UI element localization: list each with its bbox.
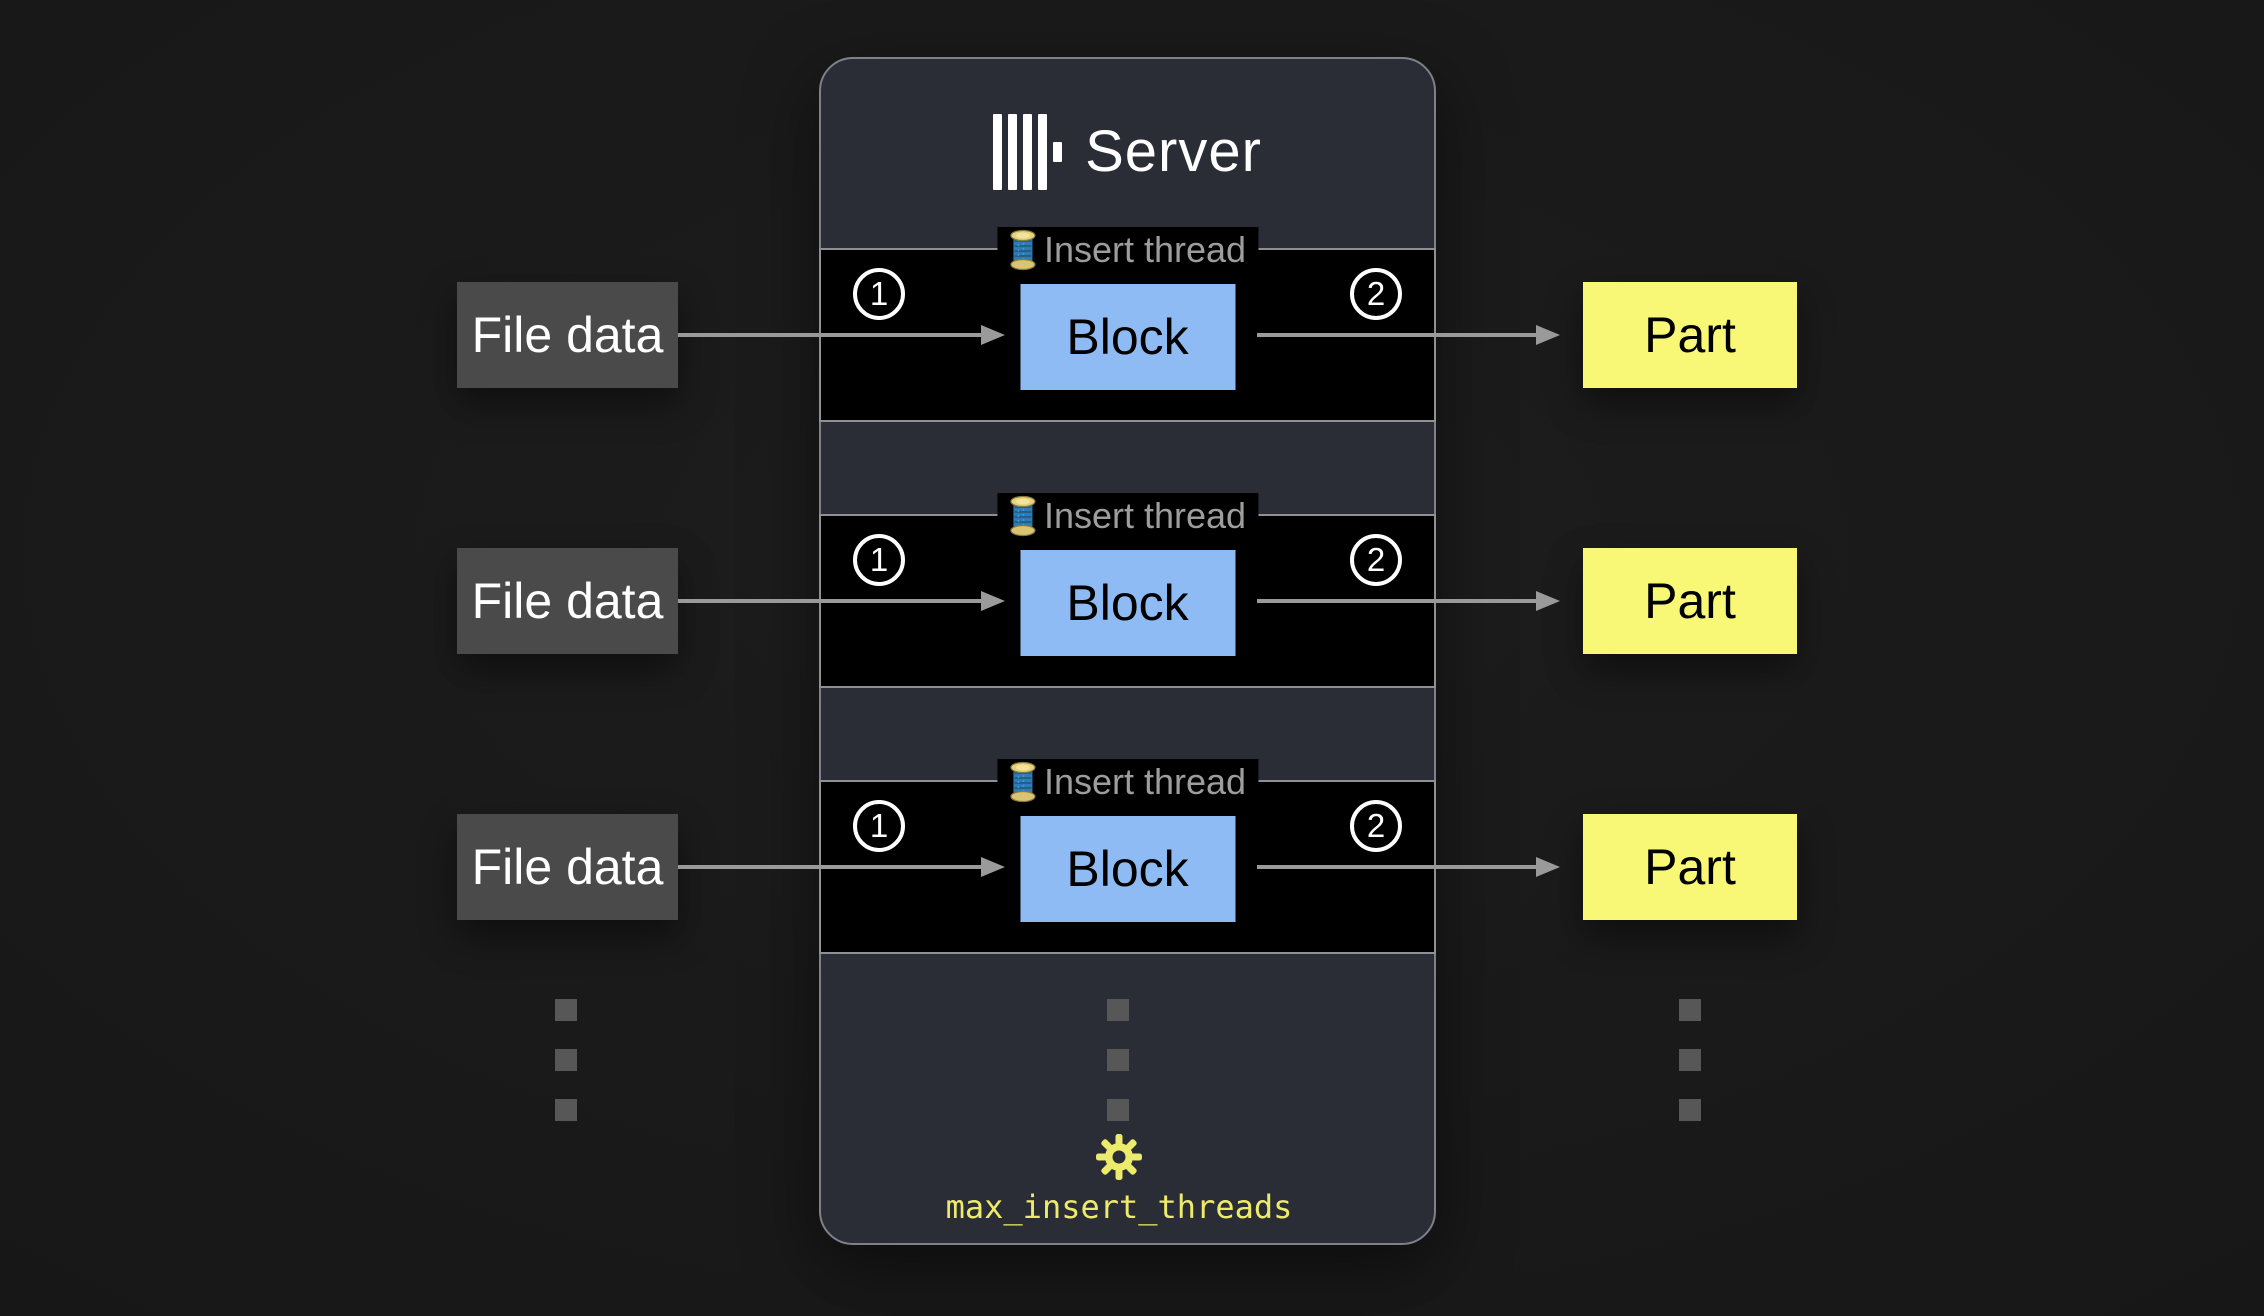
part-node: Part: [1583, 814, 1797, 920]
step-1-badge: 1: [853, 800, 905, 852]
block-node: Block: [1020, 284, 1235, 390]
step-1-badge: 1: [853, 534, 905, 586]
vertical-ellipsis-icon: [555, 999, 577, 1149]
server-container: Server Insert thread 1 Block: [819, 57, 1436, 1245]
insert-thread-legend: Insert thread: [996, 227, 1259, 273]
file-data-node: File data: [457, 282, 678, 388]
file-data-node: File data: [457, 814, 678, 920]
max-insert-threads-setting: max_insert_threads: [945, 1188, 1293, 1226]
part-node: Part: [1583, 282, 1797, 388]
part-node: Part: [1583, 548, 1797, 654]
arrow-file-to-block: [678, 325, 1005, 345]
arrow-block-to-part: [1257, 591, 1560, 611]
block-node: Block: [1020, 816, 1235, 922]
block-node: Block: [1020, 550, 1235, 656]
thread-spool-icon: [1009, 229, 1036, 271]
step-2-badge: 2: [1350, 268, 1402, 320]
vertical-ellipsis-icon: [1679, 999, 1701, 1149]
arrow-file-to-block: [678, 591, 1005, 611]
step-2-badge: 2: [1350, 800, 1402, 852]
arrow-block-to-part: [1257, 325, 1560, 345]
insert-thread-label: Insert thread: [1043, 761, 1247, 802]
gear-icon: [1095, 1133, 1143, 1181]
insert-thread-legend: Insert thread: [996, 493, 1259, 539]
step-2-badge: 2: [1350, 534, 1402, 586]
thread-spool-icon: [1009, 761, 1036, 803]
arrow-file-to-block: [678, 857, 1005, 877]
server-title: Server: [1085, 119, 1262, 184]
insert-thread-legend: Insert thread: [996, 759, 1259, 805]
clickhouse-logo-icon: [993, 113, 1063, 190]
step-1-badge: 1: [853, 268, 905, 320]
insert-thread-label: Insert thread: [1043, 229, 1247, 270]
insert-thread-row: Insert thread 1 Block 2: [819, 759, 1436, 954]
file-data-node: File data: [457, 548, 678, 654]
vertical-ellipsis-icon: [1107, 999, 1129, 1149]
thread-spool-icon: [1009, 495, 1036, 537]
arrow-block-to-part: [1257, 857, 1560, 877]
server-header: Server: [821, 59, 1434, 244]
insert-thread-label: Insert thread: [1043, 495, 1247, 536]
